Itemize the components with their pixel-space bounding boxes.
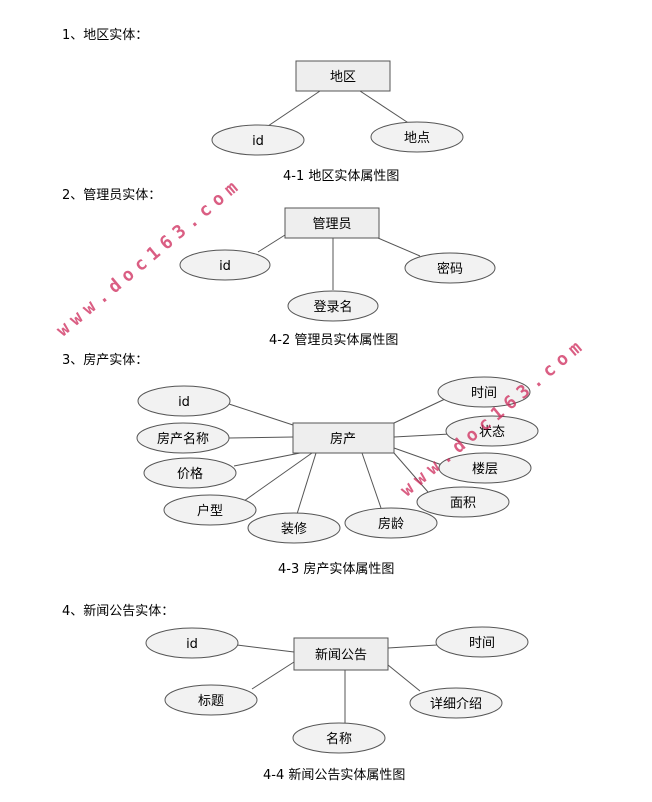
entity-label-region: 地区 <box>330 70 356 85</box>
attr-label: id <box>219 259 231 274</box>
attr-label: 地点 <box>404 131 430 146</box>
attr-ellipse <box>437 376 531 408</box>
attr-label: 面积 <box>450 496 476 511</box>
entity-label-house: 房产 <box>330 431 356 447</box>
attr-label: 房龄 <box>378 516 404 532</box>
attr-ellipse <box>145 627 239 659</box>
attr-ellipse <box>163 494 257 526</box>
attr-label: id <box>252 134 264 149</box>
attr-label: 房产名称 <box>157 431 209 447</box>
attr-ellipse <box>438 452 532 484</box>
figure-caption-house: 4-3 房产实体属性图 <box>278 562 395 577</box>
attr-ellipse <box>435 626 529 658</box>
attr-ellipse <box>370 121 464 153</box>
figure-caption-region: 4-1 地区实体属性图 <box>283 169 400 184</box>
section-heading-region: 1、地区实体： <box>62 28 149 43</box>
attr-ellipse <box>445 415 539 447</box>
attr-label: id <box>186 637 198 652</box>
attr-ellipse <box>287 290 379 322</box>
attr-ellipse <box>247 512 341 544</box>
attr-label: 状态 <box>479 425 505 440</box>
attr-label: 登录名 <box>313 299 352 315</box>
attr-ellipse <box>416 486 510 518</box>
section-heading-admin: 2、管理员实体： <box>62 188 162 203</box>
attr-label: 价格 <box>177 466 203 482</box>
attr-ellipse <box>136 422 230 454</box>
entity-box-house <box>292 422 395 454</box>
entity-box-region <box>295 60 391 92</box>
attr-ellipse <box>409 687 503 719</box>
attr-label: 时间 <box>469 636 495 651</box>
entity-label-admin: 管理员 <box>312 217 351 232</box>
figure-caption-admin: 4-2 管理员实体属性图 <box>269 333 399 348</box>
section-heading-house: 3、房产实体： <box>62 353 149 368</box>
attr-label: 户型 <box>197 503 223 519</box>
attr-label: 标题 <box>198 694 224 709</box>
attr-label: 时间 <box>471 386 497 401</box>
attr-ellipse <box>143 457 237 489</box>
attr-ellipse <box>211 124 305 156</box>
attr-label: 密码 <box>437 261 463 277</box>
attr-ellipse <box>137 385 231 417</box>
entity-box-admin <box>284 207 380 239</box>
attr-label: id <box>178 395 190 410</box>
attr-label: 装修 <box>281 522 307 537</box>
figure-caption-news: 4-4 新闻公告实体属性图 <box>263 768 406 783</box>
attr-label: 详细介绍 <box>430 697 482 712</box>
attr-ellipse <box>292 722 386 754</box>
attr-label: 楼层 <box>472 462 498 477</box>
attr-ellipse <box>179 249 271 281</box>
entity-box-news <box>293 637 389 671</box>
attr-ellipse <box>404 252 496 284</box>
attr-ellipse <box>164 684 258 716</box>
entity-label-news: 新闻公告 <box>315 647 367 663</box>
attr-ellipse <box>344 507 438 539</box>
attr-label: 名称 <box>326 731 352 747</box>
section-heading-news: 4、新闻公告实体： <box>62 604 175 619</box>
